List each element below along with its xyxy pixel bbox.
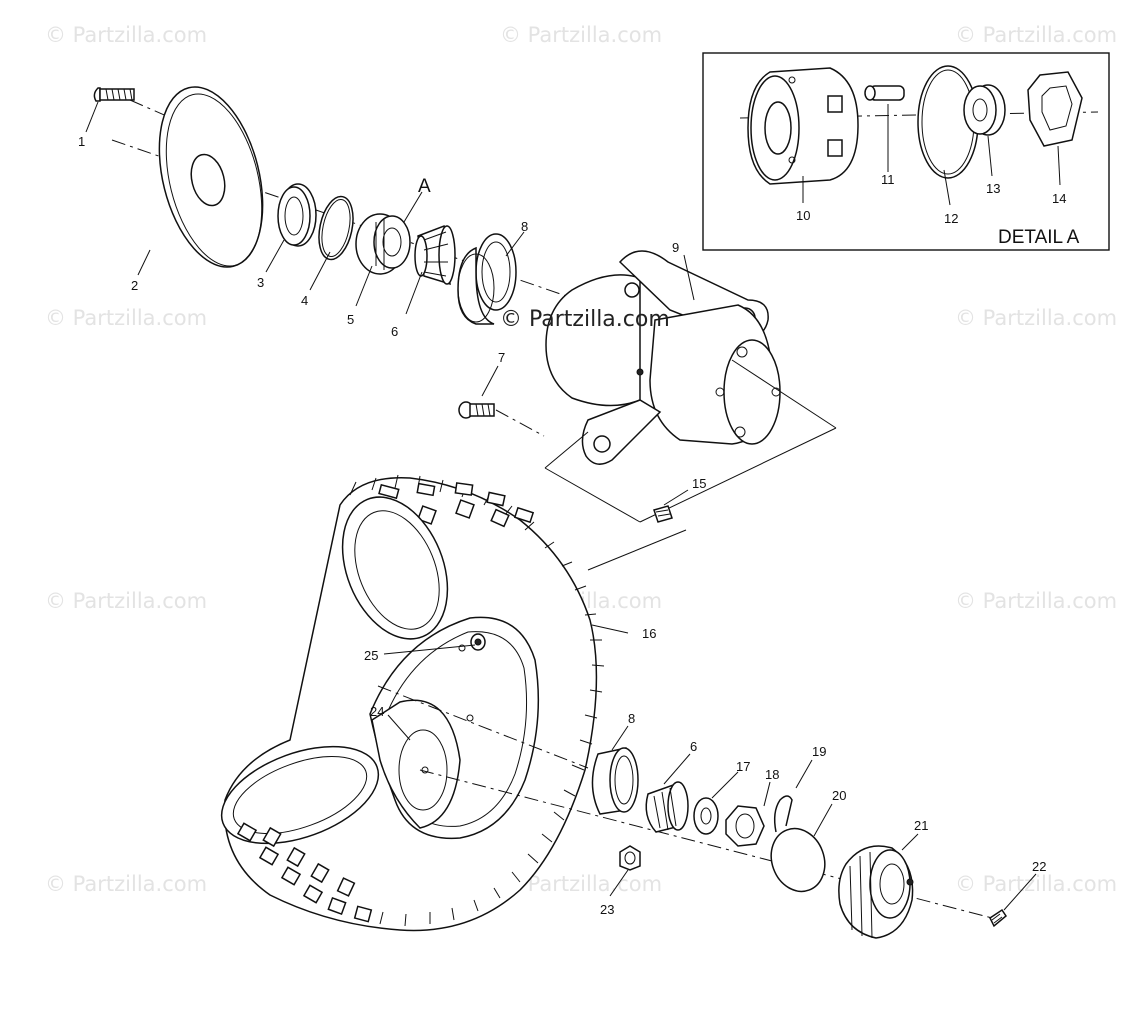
center-watermark: © Partzilla.com	[500, 307, 670, 332]
watermark-text: © Partzilla.com	[45, 872, 207, 896]
part-24-rim	[369, 616, 540, 840]
callout-9: 9	[672, 240, 679, 255]
part-25-valve	[470, 633, 486, 651]
callout-13: 13	[986, 181, 1000, 196]
callout-6: 6	[391, 324, 398, 339]
callout-22: 22	[1032, 859, 1046, 874]
part-1-screw	[93, 87, 135, 102]
callout-16: 16	[642, 626, 656, 641]
part-6-bearing	[414, 224, 456, 286]
watermark-text: © Partzilla.com	[500, 23, 662, 47]
callout-23: 23	[600, 902, 614, 917]
part-18-castle-nut	[725, 805, 765, 847]
part-4-ring	[318, 195, 354, 261]
part-20-o-ring	[770, 827, 826, 893]
wheel-assembly	[220, 474, 1007, 939]
part-7-screw	[458, 401, 545, 437]
part-14-hex-nut	[1027, 71, 1083, 147]
callout-20: 20	[832, 788, 846, 803]
watermarks: © Partzilla.com © Partzilla.com © Partzi…	[45, 23, 1117, 896]
callout-11: 11	[881, 172, 895, 187]
callout-18: 18	[765, 767, 779, 782]
callout-15: 15	[692, 476, 706, 491]
watermark-text: © Partzilla.com	[45, 589, 207, 613]
callout-10: 10	[796, 208, 810, 223]
callout-8: 8	[521, 219, 528, 234]
detail-a-title: DETAIL A	[998, 227, 1080, 248]
callout-21: 21	[914, 818, 928, 833]
part-9-knuckle	[545, 250, 781, 465]
callout-12: 12	[944, 211, 958, 226]
callout-1: 1	[78, 134, 85, 149]
part-8-race	[457, 233, 517, 325]
part-19-cotter-pin	[773, 795, 793, 833]
watermark-text: © Partzilla.com	[955, 589, 1117, 613]
upper-assembly	[93, 86, 837, 571]
part-15-fitting	[653, 505, 673, 523]
part-11-pin	[864, 85, 905, 101]
part-10-collar	[747, 67, 859, 185]
part-22-bolt	[989, 908, 1007, 928]
detail-a-box	[702, 52, 1110, 251]
callout-25: 25	[364, 648, 378, 663]
part-13-washer	[963, 84, 1006, 136]
callout-7: 7	[498, 350, 505, 365]
part-17-washer	[693, 797, 719, 835]
callout-24: 24	[370, 704, 384, 719]
watermark-text: © Partzilla.com	[955, 872, 1117, 896]
part-23-lug-nut	[619, 845, 641, 871]
part-2-disc	[158, 86, 264, 268]
callout-17: 17	[736, 759, 750, 774]
callout-4: 4	[301, 293, 308, 308]
watermark-text: © Partzilla.com	[45, 306, 207, 330]
leader-lines	[85, 101, 1037, 911]
watermark-text: © Partzilla.com	[45, 23, 207, 47]
callout-3: 3	[257, 275, 264, 290]
watermark-text: © Partzilla.com	[955, 306, 1117, 330]
callout-5: 5	[347, 312, 354, 327]
callout-labels: 1 2 3 4 5 A 6 8 9 7 15 16 25 24 8 6 17 1…	[78, 134, 1080, 917]
part-3-seal	[277, 183, 317, 247]
callout-14: 14	[1052, 191, 1066, 206]
part-6-bearing-lower	[645, 781, 689, 833]
part-5-collar	[355, 213, 411, 275]
part-21-hub-cap	[838, 845, 914, 939]
part-8-race-lower	[591, 747, 639, 815]
detail-frame	[702, 52, 1110, 251]
detail-a-marker: A	[418, 176, 431, 197]
callout-6-lower: 6	[690, 739, 697, 754]
callout-19: 19	[812, 744, 826, 759]
callout-8-lower: 8	[628, 711, 635, 726]
watermark-text: © Partzilla.com	[955, 23, 1117, 47]
callout-2: 2	[131, 278, 138, 293]
